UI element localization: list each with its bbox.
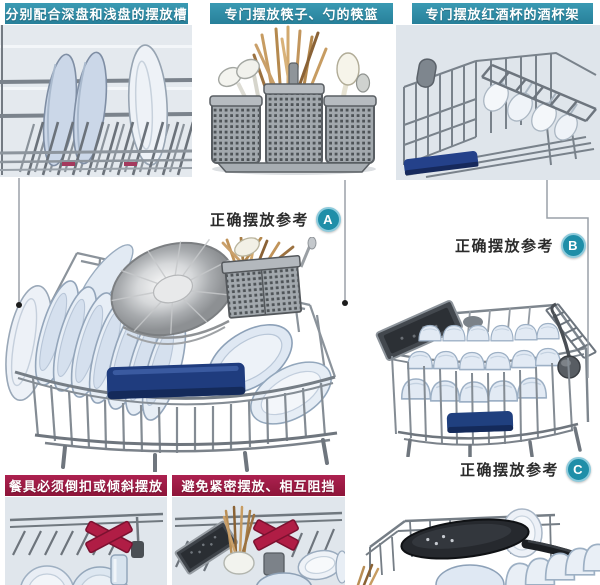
wrong-crowded-illustration [172,497,345,585]
plate-slots-illustration [0,25,192,177]
basket-handle-navy [106,362,246,400]
chopsticks-bundle [222,505,256,559]
metal-pan [110,238,236,345]
reference-label-c: 正确摆放参考 C [460,457,592,482]
glass-rack-ladder [481,63,597,123]
front-wires [14,370,338,472]
x-mark-icon [253,519,299,551]
black-pan [400,518,583,562]
bowl-crowded [297,549,343,581]
reference-label-a: 正确摆放参考 A [210,207,342,232]
wine-glasses [483,72,578,141]
gray-clip [416,58,437,88]
chopstick-tips [356,563,380,585]
header-invert-tilt-warning: 餐具必须倒扣或倾斜摆放 [5,475,167,496]
header-cutlery-basket: 专门摆放筷子、勺的筷篮 [210,3,393,24]
basket-handle [403,151,479,176]
cutlery-basket-illustration [209,25,377,175]
header-avoid-crowding-warning: 避免紧密摆放、相互阻挡 [172,475,345,496]
basket-body [209,83,377,173]
reference-label-c-text: 正确摆放参考 [460,462,560,479]
front-wires-b [391,347,590,457]
basket-handle-navy-b [446,411,514,434]
x-mark-icon [85,520,133,554]
dark-tray [375,300,463,361]
rack-wires [403,51,597,178]
badge-c-icon: C [566,457,592,482]
upright-glasses [20,554,128,585]
header-wine-glass-rack: 专门摆放红酒杯的酒杯架 [412,3,593,24]
reference-label-b-text: 正确摆放参考 [455,238,555,255]
white-bowls-front [435,543,600,585]
lower-basket-correct-illustration [5,237,338,472]
upper-basket-pan-illustration [356,508,600,585]
badge-b-icon: B [561,233,587,258]
reference-label-b: 正确摆放参考 B [455,233,587,258]
dark-tray-crowded [174,520,238,575]
reference-label-a-text: 正确摆放参考 [210,212,310,229]
wine-glass-rack-illustration [396,25,600,180]
badge-a-icon: A [316,207,342,232]
wrong-upright-glasses-illustration [5,497,167,585]
cutlery-basket-in-rack [221,237,317,319]
header-plate-slots: 分别配合深盘和浅盘的摆放槽 [5,3,188,24]
upper-basket-correct-illustration [375,300,597,457]
